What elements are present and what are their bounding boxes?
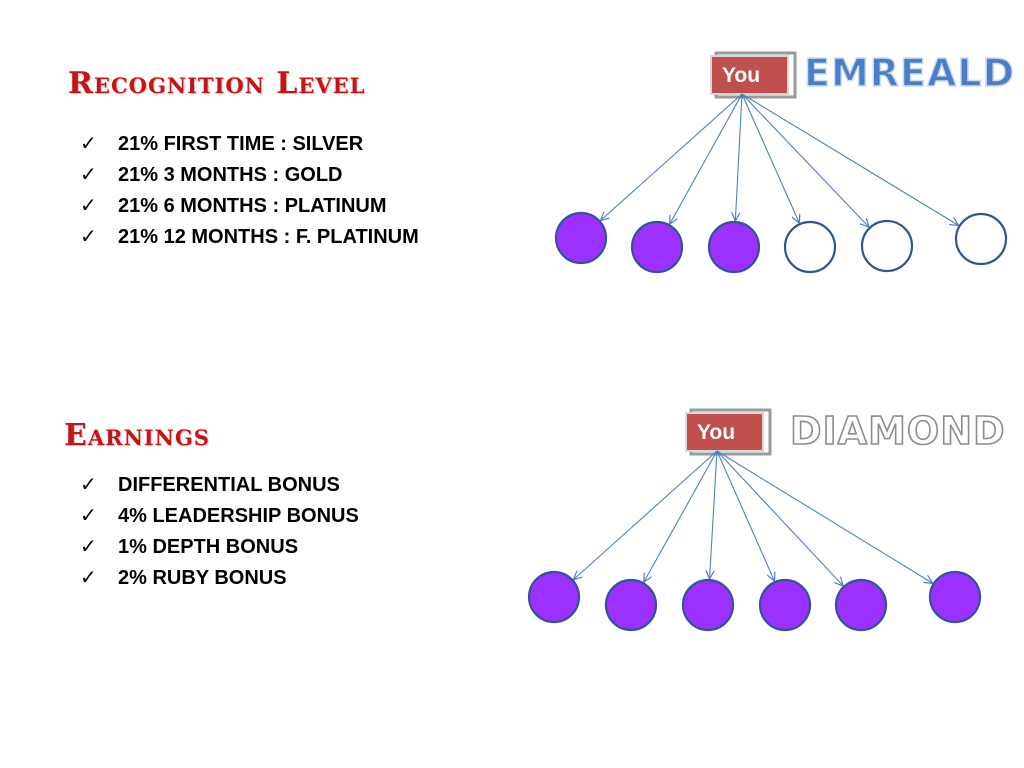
filled-node — [758, 578, 812, 632]
connector-arrow — [735, 93, 743, 220]
filled-node — [681, 578, 735, 632]
connector-arrow — [716, 450, 932, 583]
list-item: ✓ 21% 3 MONTHS : GOLD — [80, 159, 419, 190]
list-item-text: 21% 6 MONTHS : PLATINUM — [118, 195, 387, 217]
list-item: ✓ 21% 12 MONTHS : F. PLATINUM — [80, 221, 419, 252]
checkmark-icon: ✓ — [80, 472, 97, 496]
list-item-text: 1% DEPTH BONUS — [118, 536, 299, 558]
connector-arrow — [574, 450, 718, 579]
connector-arrow — [601, 93, 743, 220]
filled-node — [834, 578, 888, 632]
list-item-text: 21% 3 MONTHS : GOLD — [118, 164, 343, 186]
checkmark-icon: ✓ — [80, 193, 97, 217]
rank-label: DIAMOND — [790, 409, 1006, 453]
empty-node — [783, 220, 837, 274]
recognition-level-heading: Recognition Level — [68, 66, 366, 101]
connector-arrow — [670, 93, 743, 223]
empty-node — [954, 212, 1008, 266]
list-item: ✓ 2% RUBY BONUS — [80, 562, 359, 593]
list-item: ✓ 21% FIRST TIME : SILVER — [80, 128, 419, 159]
you-box — [685, 412, 764, 452]
earnings-heading: Earnings — [64, 418, 210, 453]
filled-node — [630, 220, 684, 274]
filled-node — [928, 570, 982, 624]
recognition-list: ✓ 21% FIRST TIME : SILVER ✓ 21% 3 MONTHS :… — [80, 128, 419, 252]
rank-label: EMREALD — [804, 51, 1015, 95]
connector-arrow — [710, 450, 718, 578]
connector-arrow — [741, 93, 799, 222]
you-label: You — [722, 64, 760, 87]
you-box — [710, 55, 789, 95]
list-item-text: 21% FIRST TIME : SILVER — [118, 133, 364, 155]
list-item-text: 2% RUBY BONUS — [118, 567, 287, 589]
checkmark-icon: ✓ — [80, 224, 97, 248]
connector-arrow — [741, 93, 868, 227]
connector-arrow — [716, 450, 843, 585]
list-item-text: 4% LEADERSHIP BONUS — [118, 505, 359, 527]
connector-arrow — [716, 450, 774, 580]
list-item: ✓ DIFFERENTIAL BONUS — [80, 469, 359, 500]
earnings-list: ✓ DIFFERENTIAL BONUS ✓ 4% LEADERSHIP BONUS… — [80, 469, 359, 593]
checkmark-icon: ✓ — [80, 534, 97, 558]
list-item: ✓ 4% LEADERSHIP BONUS — [80, 500, 359, 531]
checkmark-icon: ✓ — [80, 565, 97, 589]
emerald-tree: You EMREALD — [554, 50, 1015, 274]
filled-node — [554, 211, 608, 265]
empty-node — [860, 219, 914, 273]
list-item: ✓ 21% 6 MONTHS : PLATINUM — [80, 190, 419, 221]
connector-arrow — [644, 450, 718, 581]
list-item-text: 21% 12 MONTHS : F. PLATINUM — [118, 226, 419, 248]
filled-node — [527, 570, 581, 624]
checkmark-icon: ✓ — [80, 131, 97, 155]
checkmark-icon: ✓ — [80, 503, 97, 527]
connector-arrow — [741, 93, 958, 225]
filled-node — [604, 578, 658, 632]
you-label: You — [697, 421, 735, 444]
checkmark-icon: ✓ — [80, 162, 97, 186]
filled-node — [707, 220, 761, 274]
list-item-text: DIFFERENTIAL BONUS — [118, 474, 340, 496]
list-item: ✓ 1% DEPTH BONUS — [80, 531, 359, 562]
diamond-tree: You DIAMOND — [527, 408, 1006, 632]
